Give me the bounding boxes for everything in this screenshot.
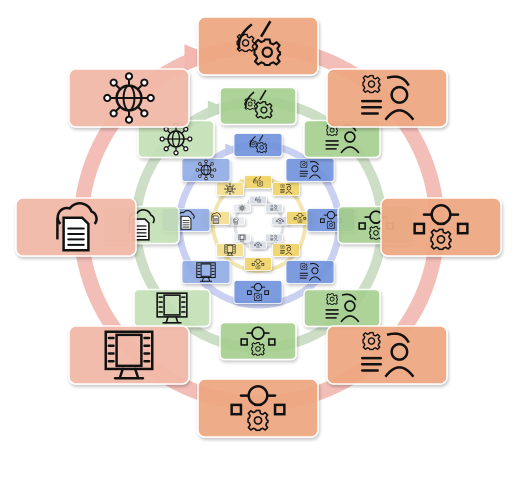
monitor-film-icon	[104, 330, 154, 380]
ring-arrowhead	[207, 100, 230, 119]
tile-background	[272, 182, 300, 196]
tile-background	[285, 158, 335, 182]
person-gear-icon	[280, 183, 293, 195]
cycle-tile	[326, 68, 448, 128]
person-gear-icon	[325, 293, 360, 323]
person-gear-icon	[270, 204, 278, 212]
cycle-tile	[216, 182, 244, 196]
cycle-tile	[249, 240, 267, 250]
lightbulb-gear-icon	[240, 326, 276, 356]
lightbulb-gear-icon	[293, 212, 307, 224]
cycle-tile	[197, 16, 319, 76]
cycle-tile	[244, 175, 272, 189]
cycle-tile	[181, 158, 231, 182]
lightbulb-gear-icon	[230, 385, 286, 432]
gears-icon	[249, 134, 268, 153]
cycle-tile	[285, 260, 335, 284]
cycle-tile	[68, 325, 190, 385]
gears-icon	[236, 20, 282, 67]
person-gear-icon	[270, 234, 278, 242]
monitor-film-icon	[156, 292, 188, 324]
tile-background	[216, 243, 244, 257]
cycle-tile	[380, 197, 502, 257]
tile-background	[181, 260, 231, 284]
tile-background	[272, 243, 300, 257]
globe-network-icon	[195, 159, 217, 181]
globe-network-icon	[224, 183, 236, 195]
globe-network-icon	[238, 204, 246, 212]
monitor-film-icon	[238, 234, 246, 242]
gears-icon	[255, 196, 262, 203]
tile-background	[233, 233, 251, 243]
lightbulb-gear-icon	[413, 204, 469, 251]
cycle-tile	[265, 203, 283, 213]
cycle-tile	[233, 133, 283, 157]
cycle-tile	[233, 233, 251, 243]
cycle-tile	[265, 233, 283, 243]
cycle-tile	[133, 288, 211, 328]
cycle-tile	[219, 321, 297, 361]
gears-icon	[253, 176, 264, 187]
tile-background	[219, 321, 297, 361]
cycle-tile	[227, 216, 245, 226]
person-gear-icon	[360, 331, 415, 378]
cycle-tile	[137, 119, 215, 159]
tile-background	[265, 203, 283, 213]
cycle-tile	[216, 243, 244, 257]
cycle-tile	[271, 216, 289, 226]
tile-background	[265, 233, 283, 243]
tile-background	[197, 378, 319, 438]
tile-background	[249, 240, 267, 250]
cloud-document-icon	[211, 212, 221, 224]
gears-icon	[244, 89, 273, 119]
tile-background	[285, 260, 335, 284]
tile-background	[271, 216, 289, 226]
tile-background	[326, 325, 448, 385]
cycle-tile	[181, 260, 231, 284]
ring-arrowhead	[225, 143, 241, 157]
lightbulb-gear-icon	[254, 241, 262, 249]
cycle-tile	[68, 68, 190, 128]
tile-background	[233, 280, 283, 304]
person-gear-icon	[360, 74, 415, 121]
person-gear-icon	[299, 160, 321, 179]
monitor-film-icon	[224, 244, 236, 256]
person-gear-icon	[299, 262, 321, 281]
cycle-tile	[249, 195, 267, 205]
cycle-tile	[326, 325, 448, 385]
tile-background	[326, 68, 448, 128]
tile-background	[380, 197, 502, 257]
cloud-document-icon	[233, 217, 239, 225]
cycle-tile	[15, 197, 137, 257]
tile-background	[244, 257, 272, 271]
tile-background	[68, 325, 190, 385]
cycle-tile	[219, 86, 297, 126]
cycle-tile	[272, 243, 300, 257]
cycle-tile	[272, 182, 300, 196]
cycle-tiles	[15, 16, 502, 438]
monitor-film-icon	[196, 262, 216, 282]
cycle-tile	[303, 288, 381, 328]
cycle-tile	[233, 203, 251, 213]
cloud-document-icon	[56, 202, 98, 252]
cycle-tile	[244, 257, 272, 271]
person-gear-icon	[280, 244, 293, 256]
cycle-tile	[233, 280, 283, 304]
globe-network-icon	[103, 72, 155, 124]
lightbulb-gear-icon	[276, 217, 284, 225]
cycle-tile	[197, 378, 319, 438]
lightbulb-gear-icon	[247, 282, 269, 302]
globe-network-icon	[159, 122, 193, 156]
cycle-tile	[285, 158, 335, 182]
lightbulb-gear-icon	[251, 258, 265, 270]
